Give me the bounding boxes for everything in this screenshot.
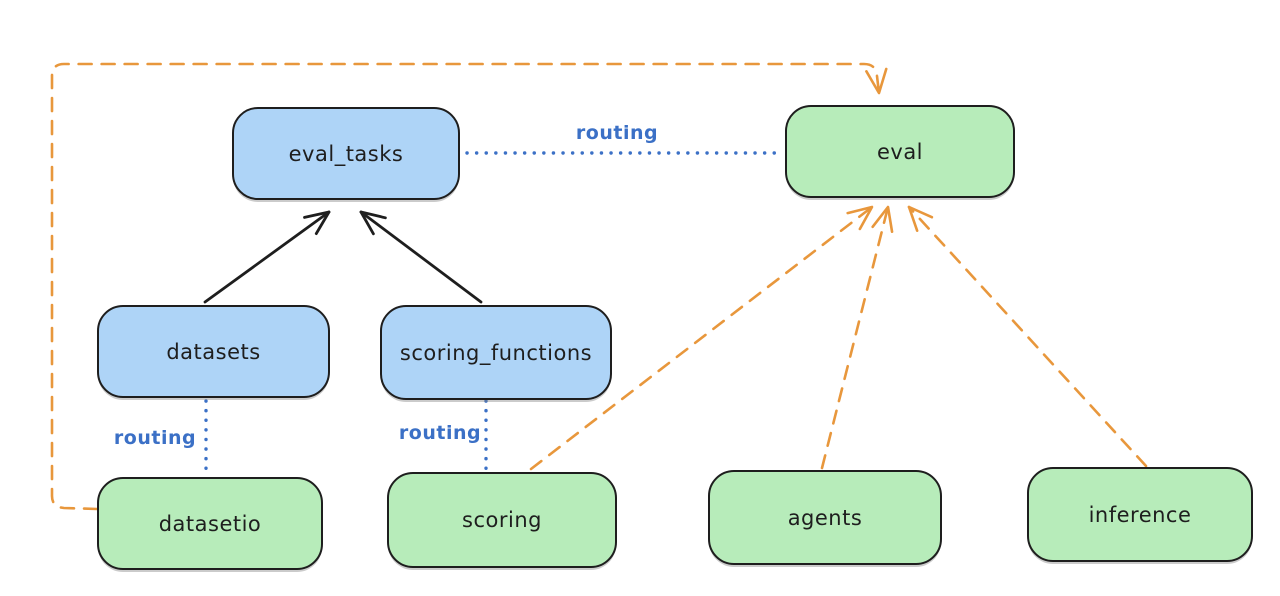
edge-label-routing-datasets: routing: [113, 427, 197, 449]
node-inference-label: inference: [1088, 502, 1192, 527]
node-datasets: datasets: [97, 305, 330, 398]
edge-agents-to-eval: [820, 205, 894, 470]
node-eval-tasks: eval_tasks: [232, 107, 460, 200]
node-scoring-functions: scoring_functions: [380, 305, 612, 400]
node-datasets-label: datasets: [166, 339, 261, 364]
node-scoring: scoring: [387, 472, 617, 568]
node-agents: agents: [708, 470, 942, 565]
edge-scoring-functions-to-eval-tasks: [359, 210, 483, 304]
node-eval-label: eval: [876, 139, 924, 164]
node-eval-tasks-label: eval_tasks: [288, 141, 404, 166]
edge-datasetio-to-eval: [50, 62, 888, 511]
edge-label-routing-top: routing: [575, 122, 659, 144]
node-scoring-label: scoring: [462, 508, 542, 532]
edge-label-routing-scoring: routing: [398, 422, 482, 444]
node-agents-label: agents: [787, 505, 863, 530]
node-datasetio-label: datasetio: [158, 511, 262, 536]
edge-scoring-to-eval: [529, 205, 874, 471]
edge-inference-to-eval: [907, 205, 1148, 468]
edge-datasets-to-eval-tasks: [203, 210, 331, 304]
node-eval: eval: [785, 105, 1015, 198]
node-datasetio: datasetio: [97, 477, 323, 570]
node-scoring-functions-label: scoring_functions: [399, 340, 593, 365]
node-inference: inference: [1027, 467, 1253, 562]
